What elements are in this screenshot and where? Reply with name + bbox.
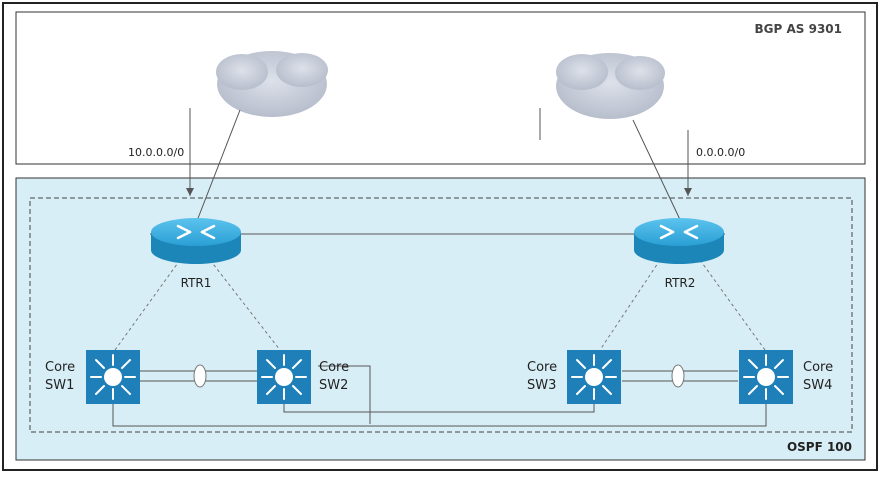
switch-label-sw4-line1: Core [803,360,833,375]
multilayer-switch-icon [567,350,621,404]
trunk-links [112,365,767,427]
switch-label-sw2-line2: SW2 [319,378,348,393]
arrow-head [186,188,194,196]
uplink-lines [189,108,689,227]
multilayer-switch-icon [739,350,793,404]
router-label-rtr1: RTR1 [181,276,212,290]
ether-channel-icon [671,364,685,388]
multilayer-switch-icon [257,350,311,404]
switch-label-sw4-line2: SW4 [803,378,832,393]
ospf-zone-label: OSPF 100 [787,440,852,454]
bgp-zone [15,11,866,165]
bgp-zone-label: BGP AS 9301 [755,22,842,36]
router-label-rtr2: RTR2 [665,276,696,290]
switch-label-sw1-line2: SW1 [45,378,74,393]
cloud-icon [216,51,328,117]
multilayer-switch-icon [86,350,140,404]
right-default-route-label: 0.0.0.0/0 [696,146,745,159]
ospf-zone [15,177,866,461]
router-icon [634,218,724,264]
router-icon [151,218,241,264]
ether-channel-icon [193,364,207,388]
switch-label-sw1-line1: Core [45,360,75,375]
arrow-head [684,188,692,196]
distribution-links [114,259,766,351]
cloud-icon [556,53,665,119]
left-default-route-label: 10.0.0.0/0 [128,146,184,159]
ospf-area-boundary [29,197,853,433]
switch-label-sw3-line2: SW3 [527,378,556,393]
switch-label-sw3-line1: Core [527,360,557,375]
switch-label-sw2-line1: Core [319,360,349,375]
